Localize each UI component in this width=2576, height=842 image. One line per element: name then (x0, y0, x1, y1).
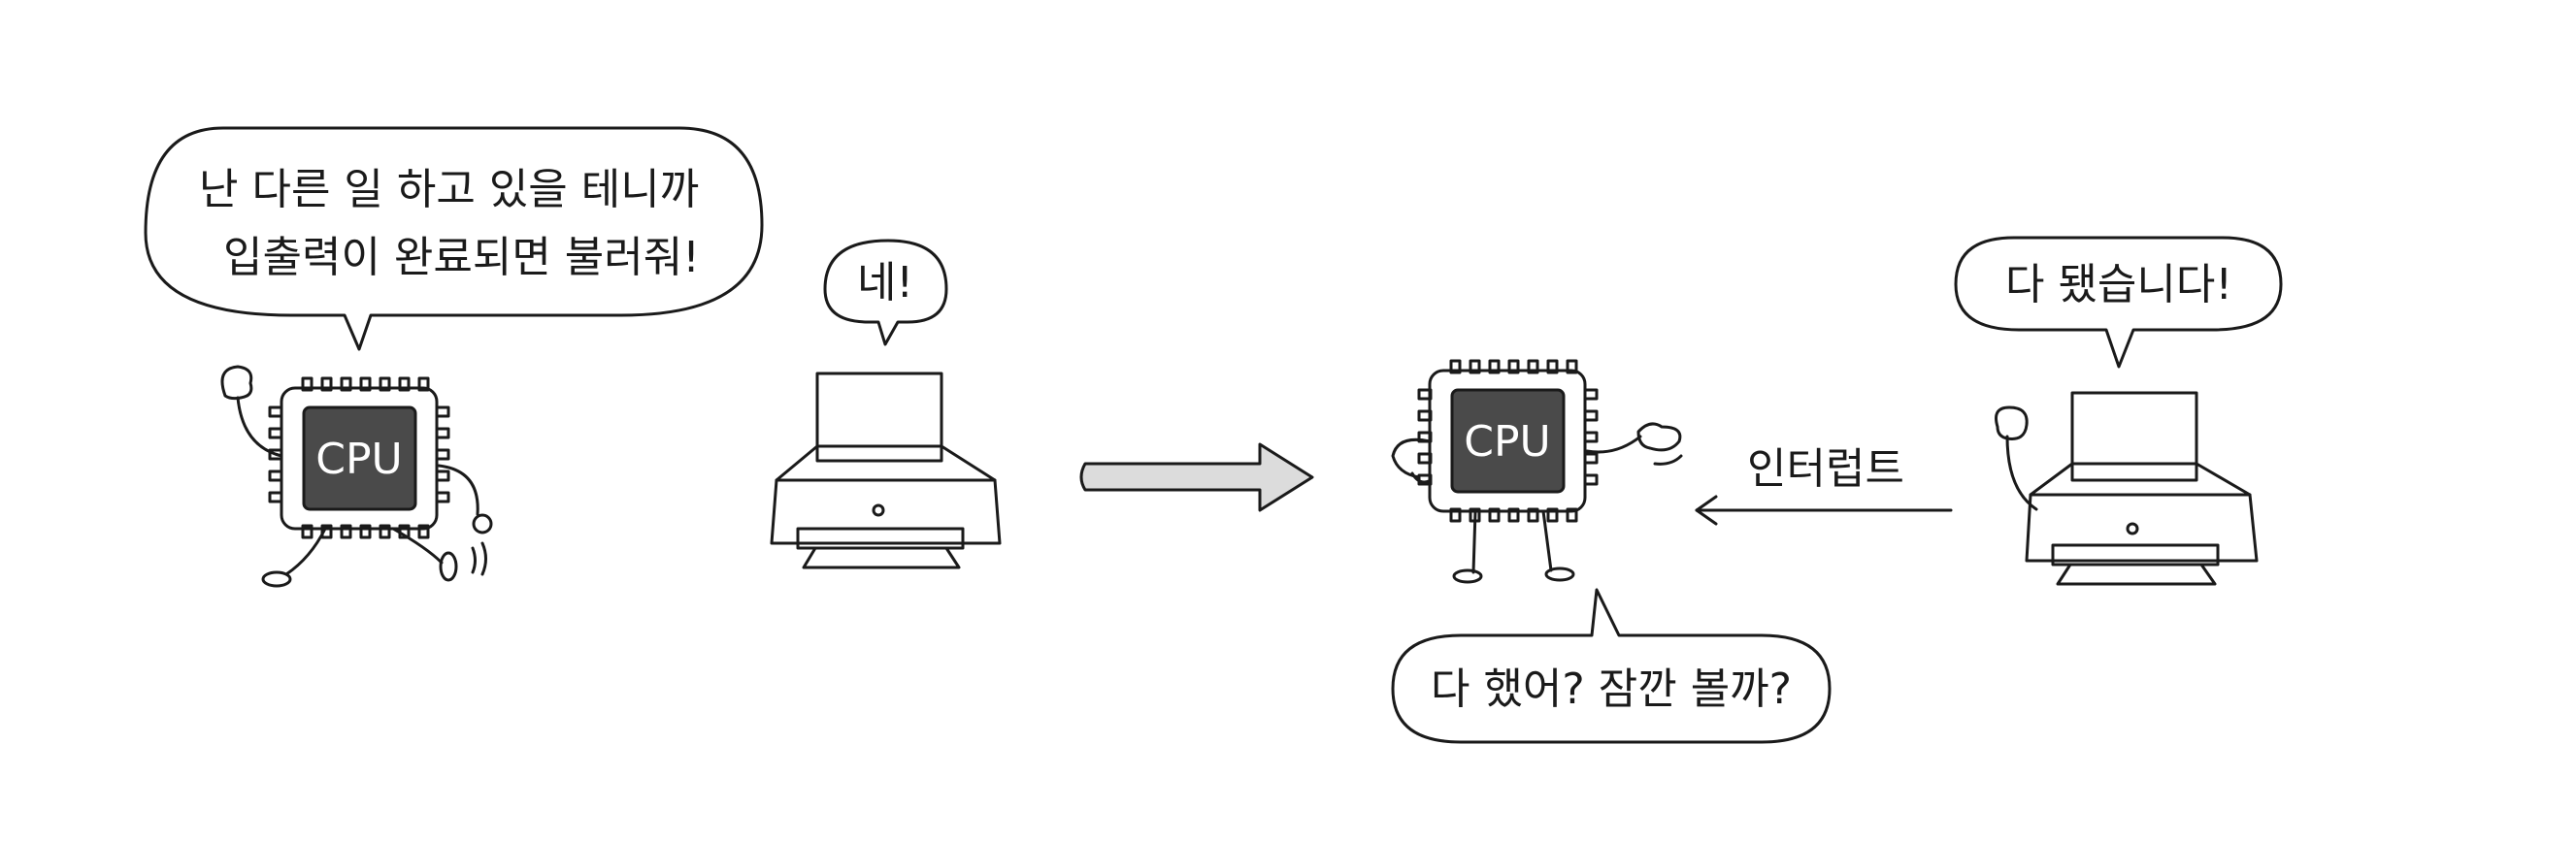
chip-pins-top (301, 376, 430, 392)
cpu-bubble-line-2: 입출력이 완료되면 불러줘! (223, 233, 700, 282)
cpu2-arm-right (1585, 435, 1642, 454)
cpu-hand-right (472, 513, 493, 534)
printer-paper-out (802, 546, 961, 569)
cpu-bubble-line-1: 난 다른 일 하고 있을 테니까 (199, 165, 699, 214)
printer-bubble-text: 네! (857, 258, 913, 308)
cpu-arm-left (236, 396, 283, 458)
chip-pins-right (435, 405, 450, 503)
printer-speech-bubble-reply: 네! (823, 239, 948, 346)
scene-interrupt: CPU 인터럽트 다 됐습니다! (1391, 236, 2283, 744)
printer2-button (2126, 522, 2139, 535)
chip-core (302, 405, 417, 511)
interrupt-arrow (1695, 495, 1953, 526)
chip2-core (1450, 388, 1566, 494)
cpu-hand-left (220, 365, 253, 401)
interrupt-label: 인터럽트 (1747, 444, 1904, 494)
cpu-label-2: CPU (1464, 417, 1550, 467)
cpu-foot-left (261, 570, 292, 588)
cpu2-leg-left (1471, 509, 1477, 574)
cpu2-leg-right (1541, 509, 1553, 572)
chip2-pins-top (1449, 359, 1578, 374)
printer-paper-top (815, 372, 943, 463)
cpu2-motion-line (1653, 454, 1683, 466)
cpu-leg-right (391, 527, 444, 565)
printer2-hand (1995, 405, 2029, 440)
cpu-speech-bubble-request: 난 다른 일 하고 있을 테니까 입출력이 완료되면 불러줘! (144, 126, 764, 351)
cpu2-arm-left (1391, 437, 1432, 479)
scene-request: 난 다른 일 하고 있을 테니까 입출력이 완료되면 불러줘! (144, 126, 1002, 588)
cpu-check-bubble-text: 다 했어? 잠깐 볼까? (1431, 664, 1792, 714)
cpu2-foot-right (1544, 567, 1575, 582)
cpu-character-standing: CPU (1391, 359, 1683, 584)
cpu2-hand-right (1636, 422, 1682, 452)
cpu2-hand-left (1410, 471, 1431, 484)
printer2-paper-out (2056, 563, 2217, 586)
printer-done-bubble-text: 다 됐습니다! (2005, 260, 2232, 309)
transition-arrow (1079, 442, 1314, 512)
printer-speech-bubble-done: 다 됐습니다! (1954, 236, 2283, 369)
cpu-character-running: CPU (220, 365, 493, 588)
cpu-speech-bubble-check: 다 했어? 잠깐 볼까? (1391, 588, 1832, 744)
printer-done (1995, 391, 2259, 586)
cpu-foot-right (439, 551, 458, 582)
printer-button (872, 503, 885, 517)
chip2-pins-right (1583, 388, 1599, 486)
printer-idle (770, 372, 1002, 569)
printer2-arm (2005, 435, 2038, 511)
chip2-pins-bottom (1449, 507, 1578, 523)
printer2-paper-top (2070, 391, 2198, 482)
cpu-leg-left (284, 527, 327, 576)
motion-lines (471, 541, 487, 576)
cpu2-foot-left (1452, 568, 1483, 584)
cpu-label: CPU (315, 435, 402, 484)
cpu-arm-right (437, 464, 479, 516)
printer-slot (796, 527, 965, 550)
chip-body (280, 386, 439, 531)
